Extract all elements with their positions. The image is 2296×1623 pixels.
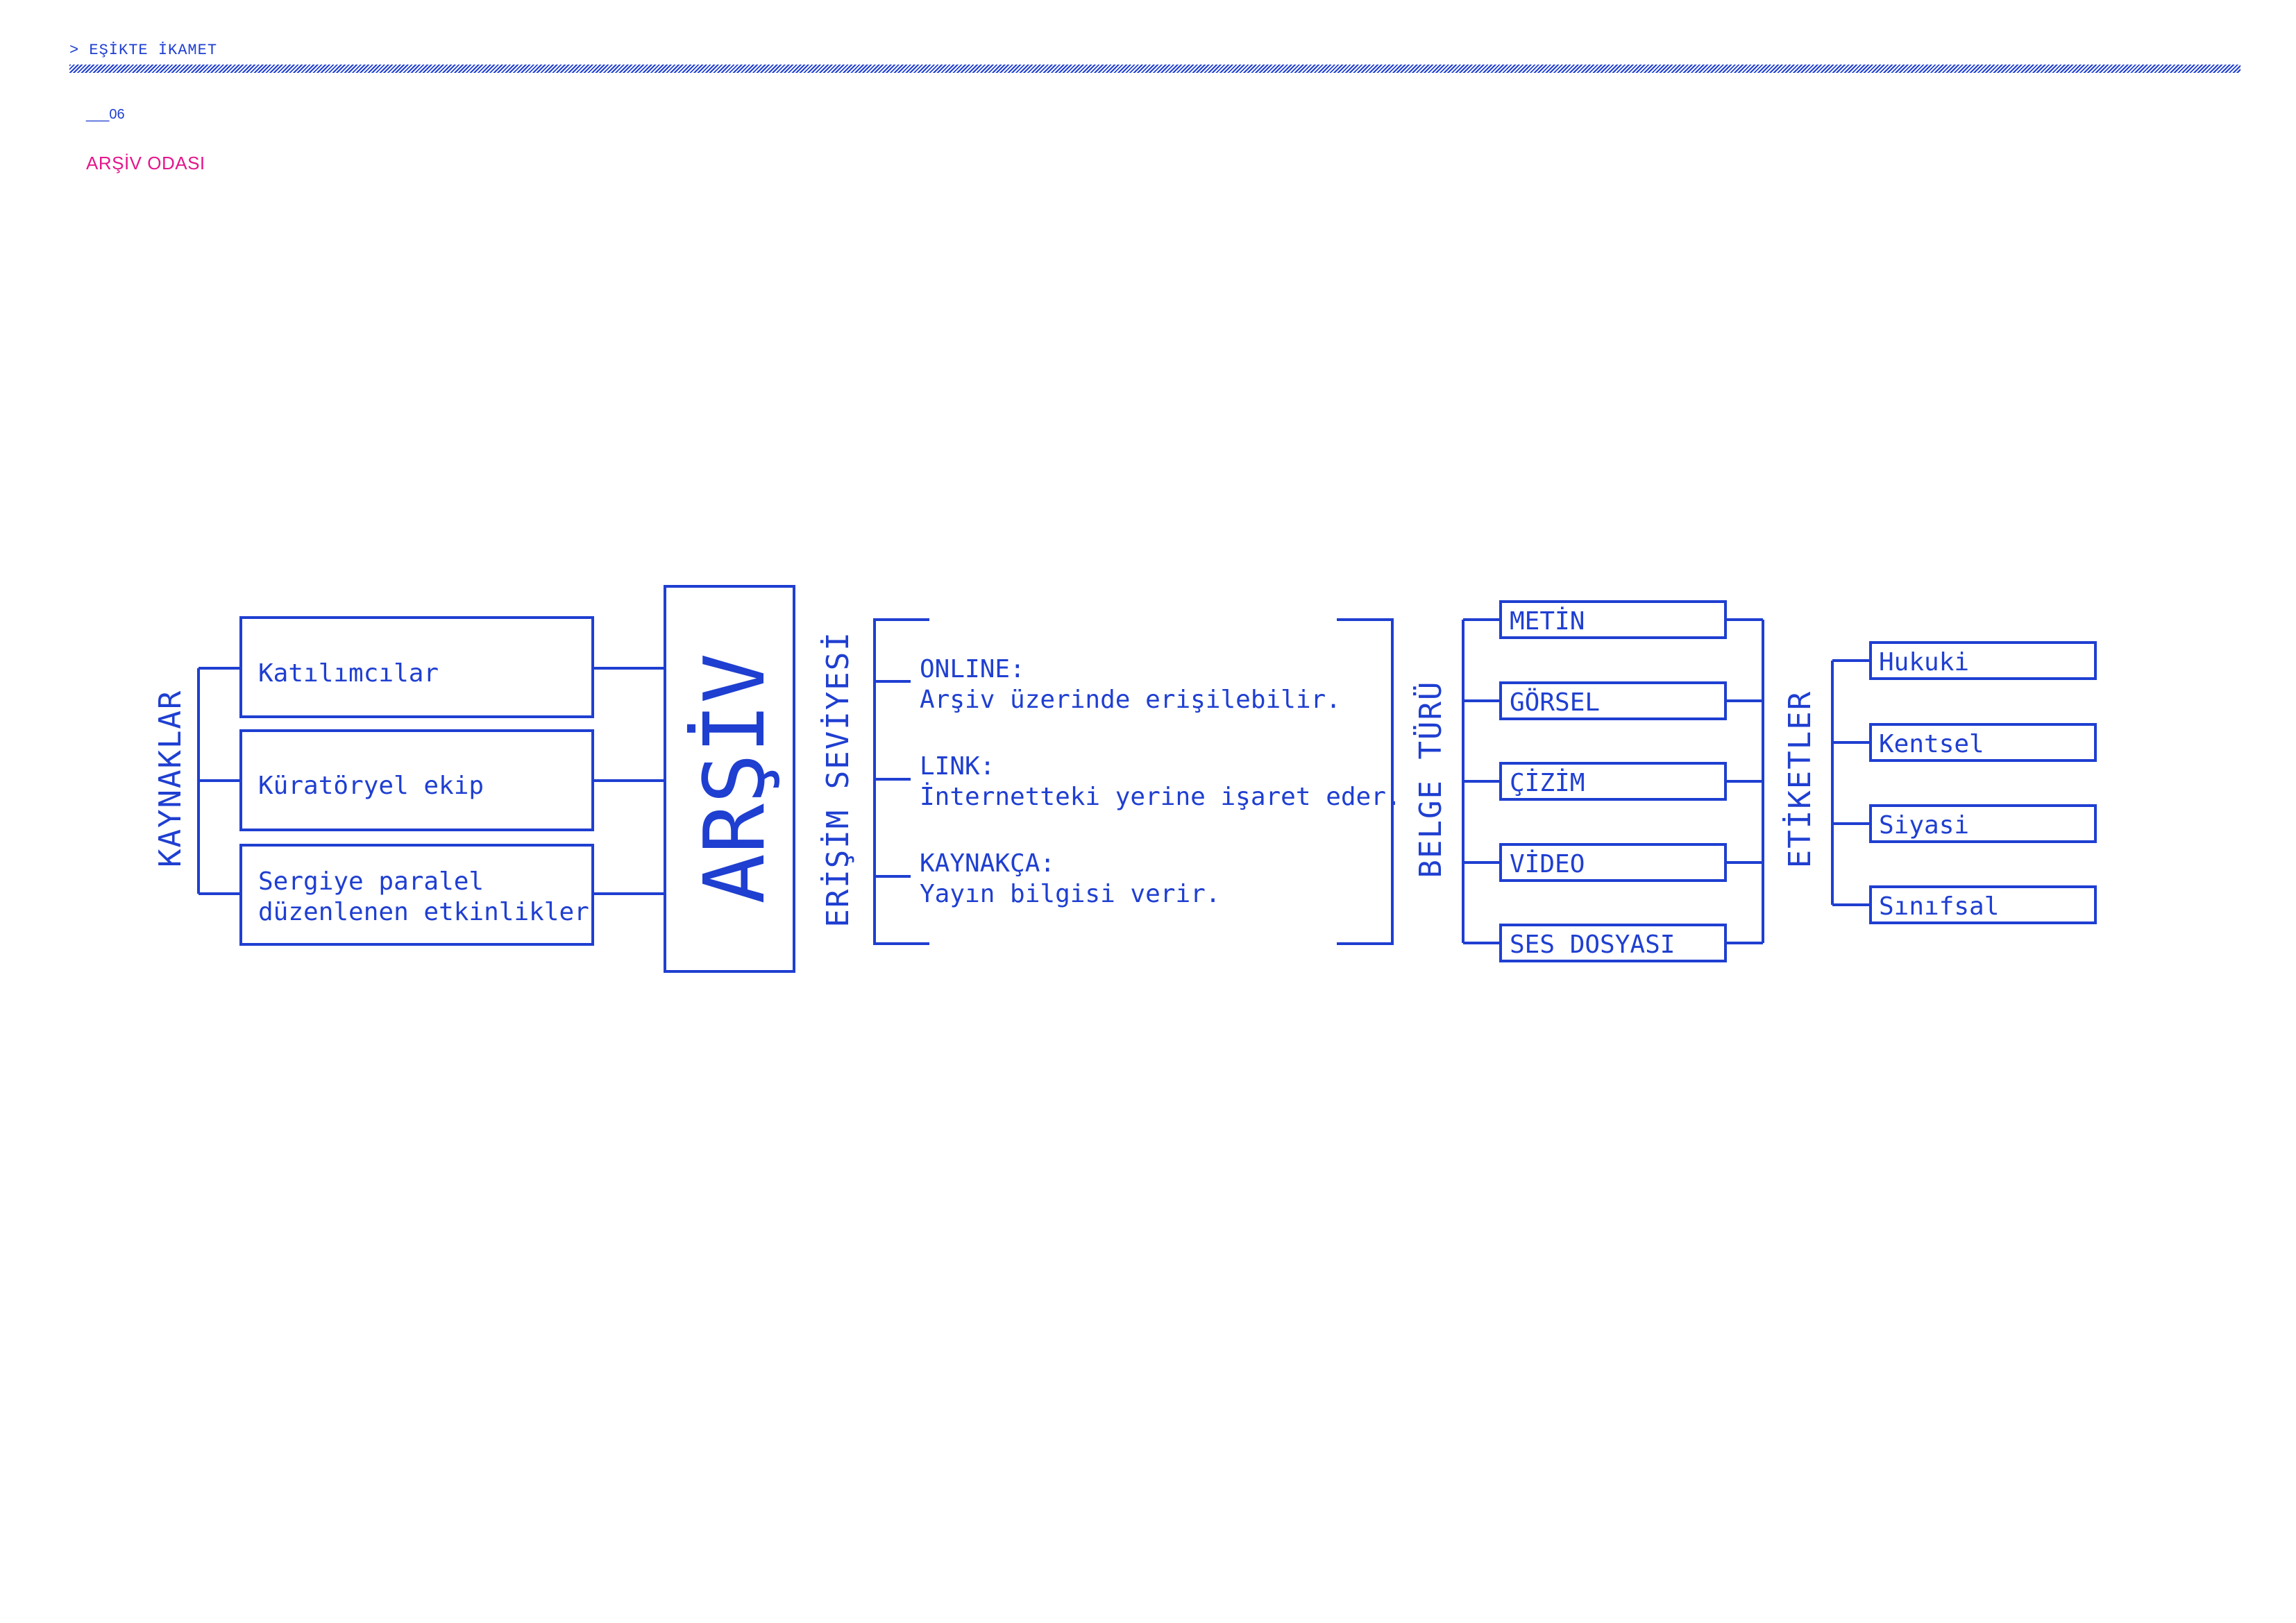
page-number: ___06 [86,107,125,122]
access-level-name: ONLINE: [920,655,1025,683]
access-right-bracket [1337,618,1394,945]
tag-box [1869,804,2097,843]
tags-title: ETİKETLER [1782,690,1818,868]
source-label: Küratöryel ekip [258,772,484,800]
tag-label: Kentsel [1879,730,1984,758]
header-rule [69,65,2240,73]
tags-group: ETİKETLER Hukuki Kentsel Siyasi Sınıfsal [1782,641,2097,924]
document-type-title: BELGE TÜRÜ [1412,681,1449,878]
archive-label: ARŞİV [687,653,784,903]
tag-label: Sınıfsal [1879,892,1999,921]
access-level-title: ERİŞİM SEVİYESİ [820,631,856,927]
archive-box [664,585,795,973]
document-type-group: BELGE TÜRÜ METİN GÖRSEL ÇİZİM VİDEO SES … [1412,600,1764,962]
sources-title: KAYNAKLAR [153,690,188,867]
tag-box [1869,723,2097,762]
tag-box [1869,641,2097,680]
source-label: düzenlenen etkinlikler [258,898,589,926]
access-level-description: Yayın bilgisi verir. [920,880,1220,908]
access-level-group: ERİŞİM SEVİYESİ ONLINE: Arşiv üzerinde e… [820,618,1401,945]
access-level-name: LINK: [920,752,995,781]
document-type-label: VİDEO [1510,849,1585,878]
access-level-name: KAYNAKÇA: [920,849,1055,878]
tag-box [1869,885,2097,924]
document-type-label: SES DOSYASI [1510,931,1675,959]
document-type-label: METİN [1510,606,1585,636]
breadcrumb: > EŞİKTE İKAMET [69,42,218,59]
access-level-description: İnternetteki yerine işaret eder. [920,782,1401,811]
access-level-description: Arşiv üzerinde erişilebilir. [920,686,1341,714]
source-label: Katılımcılar [258,659,439,688]
source-label: Sergiye paralel [258,867,484,896]
document-type-label: ÇİZİM [1510,768,1585,797]
archive-center: ARŞİV [664,585,795,973]
document-type-label: GÖRSEL [1510,688,1600,717]
section-title: ARŞİV ODASI [86,153,205,173]
tag-label: Hukuki [1879,648,1969,677]
tag-label: Siyasi [1879,811,1969,840]
sources-group: KAYNAKLAR Katılımcılar Küratöryel ekip S… [153,616,665,946]
access-left-bracket [873,618,929,945]
